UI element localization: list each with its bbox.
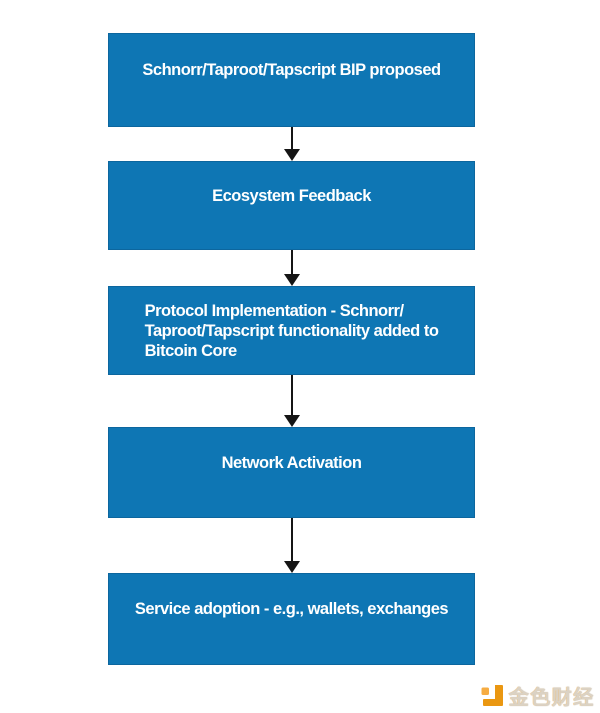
flow-step-label: Network Activation bbox=[221, 453, 362, 472]
arrow-head bbox=[284, 415, 300, 427]
flow-step-ecosystem-feedback: Ecosystem Feedback bbox=[108, 161, 475, 250]
jinse-j-logo-icon bbox=[481, 684, 503, 706]
arrow-head bbox=[284, 561, 300, 573]
flow-step-bip-proposed: Schnorr/Taproot/Tapscript BIP proposed bbox=[108, 33, 475, 127]
arrow-head bbox=[284, 149, 300, 161]
flow-step-label: Service adoption - e.g., wallets, exchan… bbox=[134, 600, 449, 618]
arrow-head bbox=[284, 274, 300, 286]
arrow-down-icon bbox=[283, 518, 301, 573]
flow-step-protocol-implementation: Protocol Implementation - Schnorr/ Tapro… bbox=[108, 286, 475, 375]
arrow-down-icon bbox=[283, 127, 301, 161]
flow-step-label: Ecosystem Feedback bbox=[212, 186, 371, 205]
brand-text: 金色财经 bbox=[509, 685, 595, 709]
flow-step-network-activation: Network Activation bbox=[108, 427, 475, 518]
flow-step-label: Protocol Implementation - Schnorr/ Tapro… bbox=[144, 301, 439, 360]
arrow-line bbox=[291, 375, 293, 415]
arrow-line bbox=[291, 250, 293, 274]
flow-step-service-adoption: Service adoption - e.g., wallets, exchan… bbox=[108, 573, 475, 665]
arrow-line bbox=[291, 518, 293, 561]
jinse-finance-watermark: 金色财经 bbox=[481, 681, 595, 710]
flow-step-label: Schnorr/Taproot/Tapscript BIP proposed bbox=[142, 61, 441, 79]
arrow-down-icon bbox=[283, 375, 301, 427]
arrow-line bbox=[291, 127, 293, 149]
arrow-down-icon bbox=[283, 250, 301, 286]
